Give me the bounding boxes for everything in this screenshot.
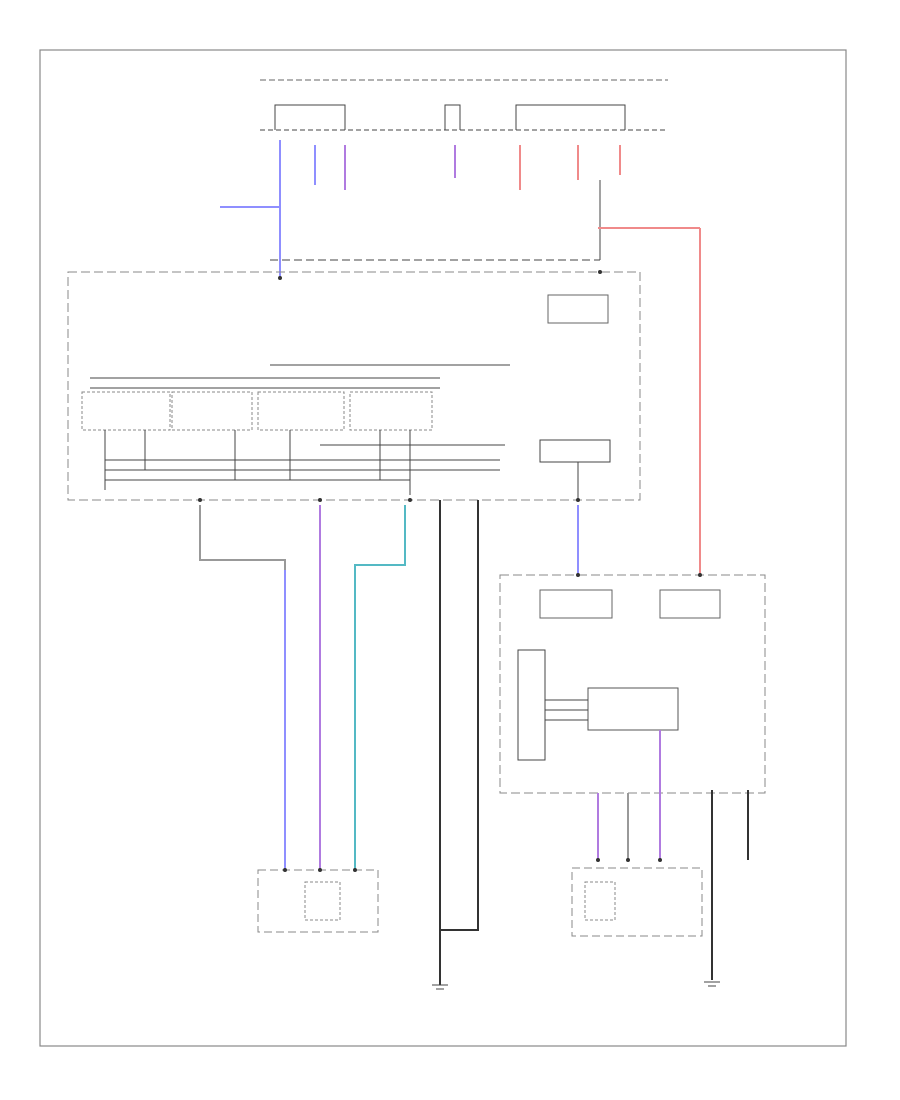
right-relay-box-1 [539,589,613,619]
left-door-module [67,271,641,501]
switch-bank [81,364,510,495]
right-door-module [499,574,766,794]
left-output-wires [199,500,579,985]
right-motor-symbol [517,649,546,761]
lock-actuator-symbol [539,439,611,463]
right-output-wires [597,730,749,980]
connector-dots [198,270,702,872]
right-motor-box [587,687,679,731]
right-switch-box [571,867,703,937]
upper-wire-drops [220,140,701,575]
power-window-relay-box [547,294,609,324]
ground-symbol-right [704,981,720,987]
left-switch-box [257,869,379,933]
diagram-frame [39,49,847,1047]
ground-symbol-left [432,984,448,990]
right-relay-box-2 [659,589,721,619]
top-fuse-panel [260,79,668,261]
